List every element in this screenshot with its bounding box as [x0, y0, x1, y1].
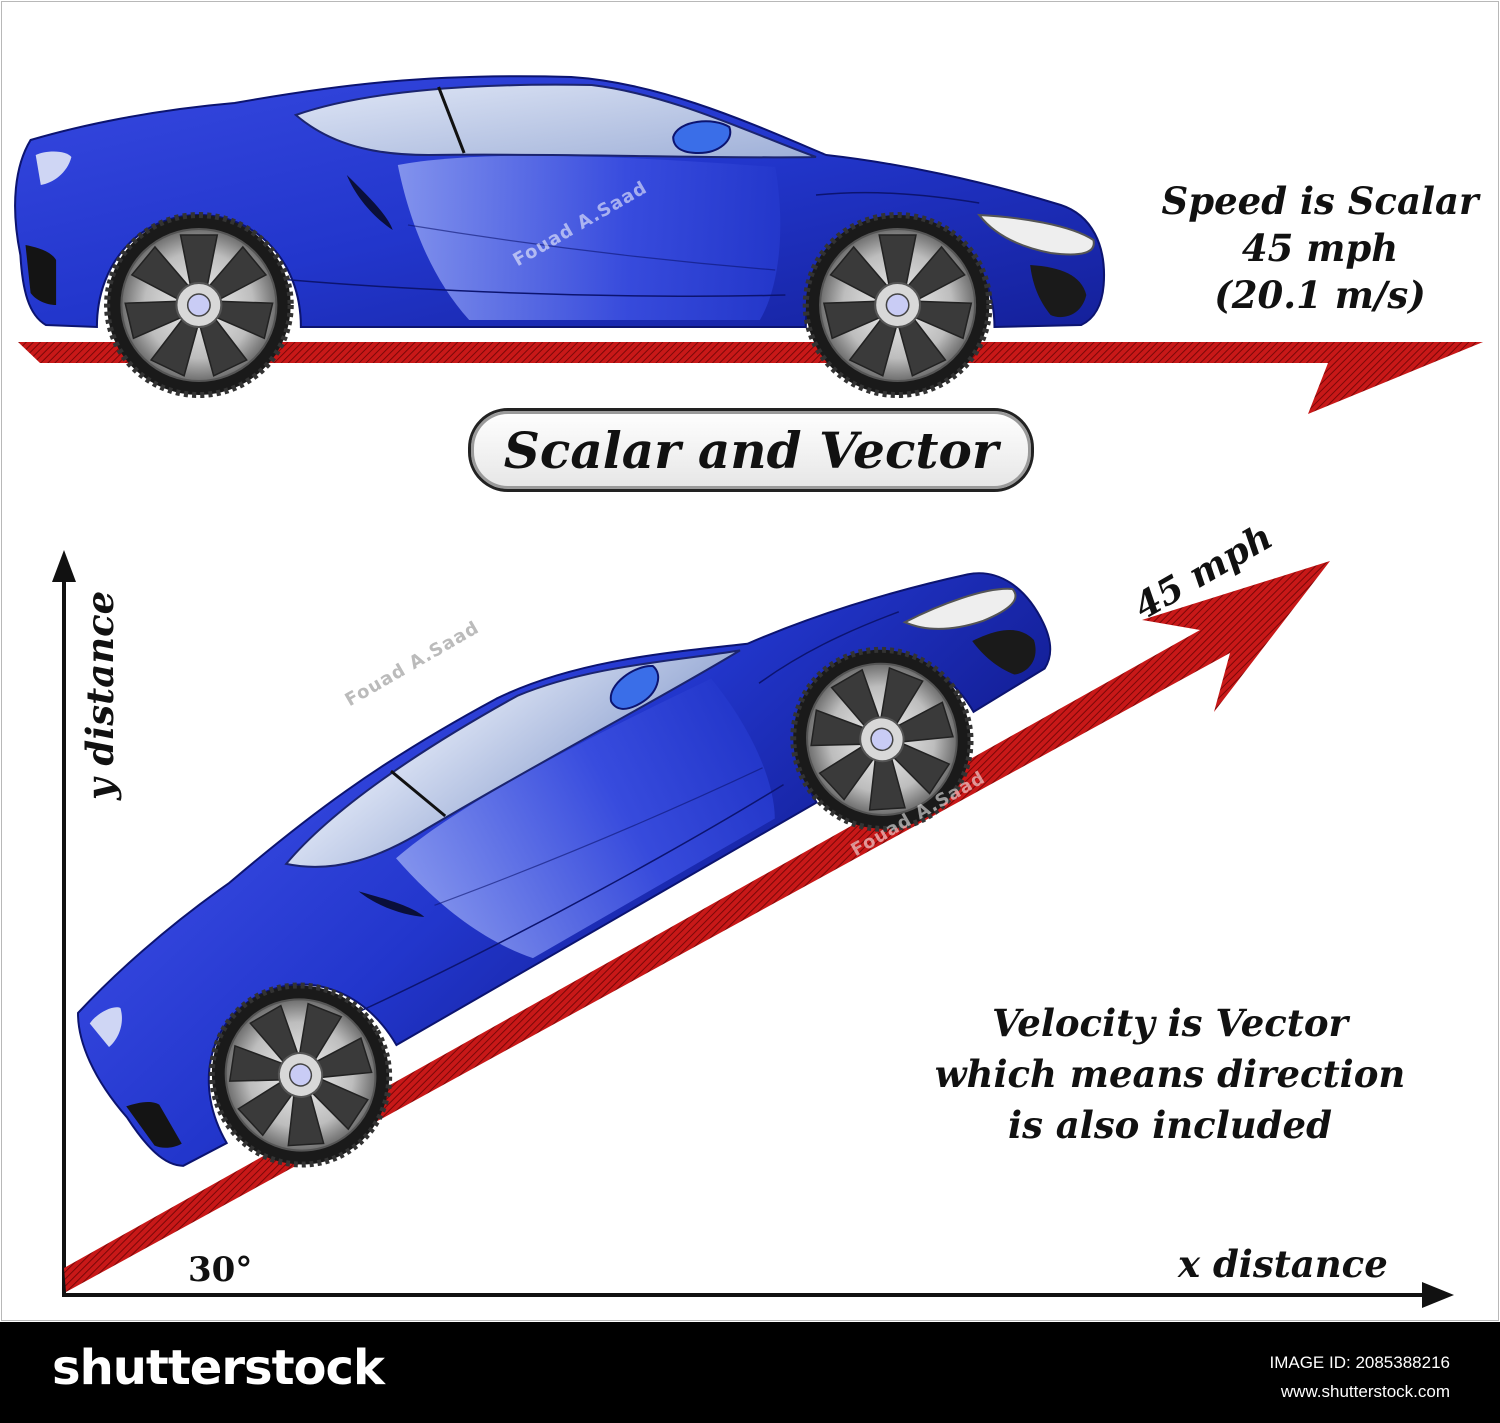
y-axis-label: y distance — [78, 590, 122, 800]
page-title: Scalar and Vector — [503, 420, 999, 480]
image-id-text: IMAGE ID: 2085388216 — [1269, 1353, 1450, 1372]
shutterstock-logo: shutterstock — [52, 1340, 385, 1396]
speed-line-1: Speed is Scalar — [1161, 179, 1479, 223]
speed-line-3: (20.1 m/s) — [1214, 273, 1426, 317]
diagram-canvas — [0, 0, 1483, 1308]
x-axis-label: x distance — [1178, 1242, 1388, 1286]
speed-text-block: Speed is Scalar 45 mph (20.1 m/s) — [1130, 178, 1500, 319]
scalar-arrow — [18, 342, 1483, 414]
axes — [52, 550, 1454, 1308]
angle-label: 30° — [188, 1250, 253, 1290]
velocity-line-3: is also included — [1008, 1103, 1332, 1147]
diagram-panel: Fouad A.Saad Fouad A.Saad Fouad A.Saad S… — [0, 0, 1500, 1322]
x-axis-arrowhead — [1422, 1282, 1454, 1308]
velocity-line-2: which means direction — [934, 1052, 1406, 1096]
title-banner: Scalar and Vector — [468, 408, 1034, 492]
site-url-text: www.shutterstock.com — [1280, 1382, 1450, 1401]
speed-line-2: 45 mph — [1241, 226, 1399, 270]
y-axis-arrowhead — [52, 550, 76, 582]
velocity-line-1: Velocity is Vector — [991, 1001, 1349, 1045]
velocity-text-block: Velocity is Vector which means direction… — [900, 998, 1440, 1151]
footer-bar — [0, 1322, 1500, 1423]
